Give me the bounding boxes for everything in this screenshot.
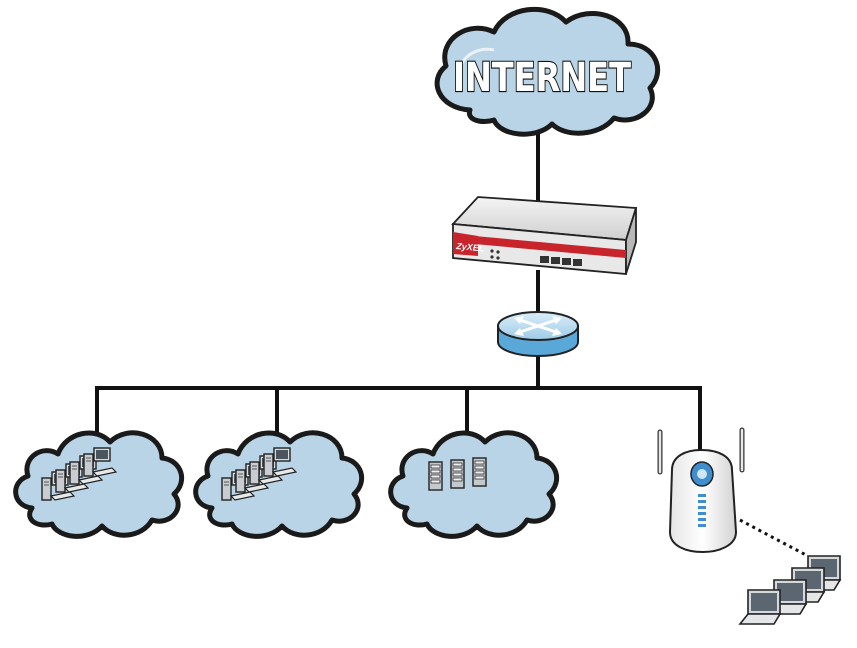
- workstations-cloud-1: [16, 433, 182, 537]
- firewall-device: ZyXEL: [451, 196, 638, 275]
- internet-label: INTERNET: [453, 55, 632, 101]
- access-point-leds-icon: [698, 494, 706, 527]
- router-icon: [497, 311, 579, 357]
- wireless-link: [739, 518, 809, 558]
- server-cloud: [391, 433, 557, 537]
- wireless-access-point: [657, 427, 745, 554]
- laptops-icon: [739, 555, 841, 625]
- internet-cloud: INTERNET: [434, 6, 661, 137]
- workstations-cloud-2: [196, 433, 362, 537]
- firewall-brand-label: ZyXEL: [455, 241, 485, 253]
- server-group-icon: [428, 457, 487, 491]
- connection-lines: [95, 118, 809, 558]
- router-arrows-icon: [518, 318, 558, 334]
- firewall-ports: [490, 249, 582, 266]
